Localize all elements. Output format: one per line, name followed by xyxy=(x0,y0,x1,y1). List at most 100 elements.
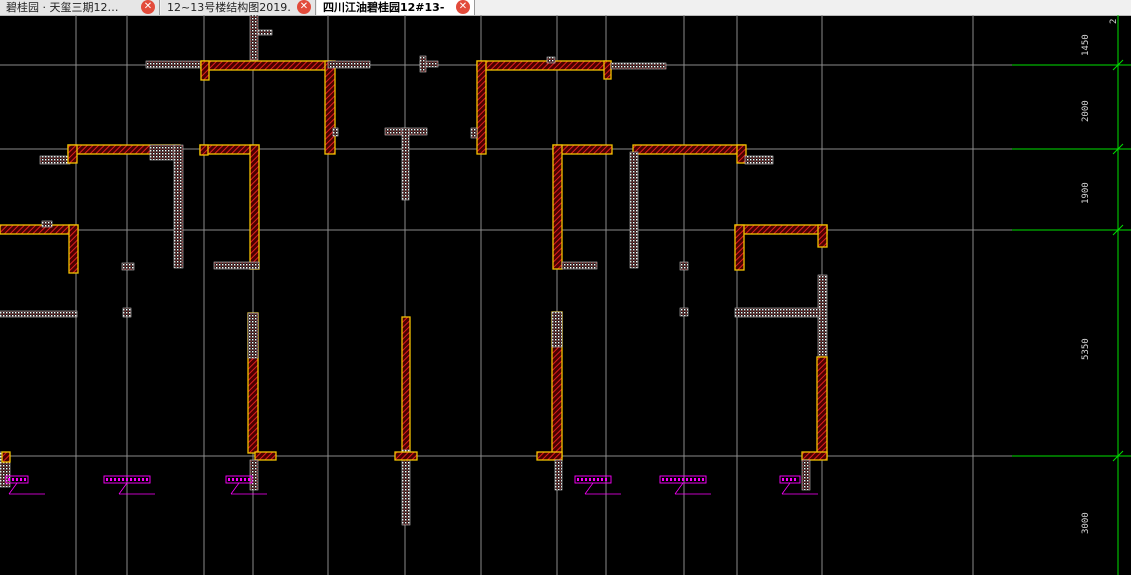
hatched-wall-segment xyxy=(324,60,336,155)
hatched-wall-segment xyxy=(476,60,487,155)
annotation-tag-glyph xyxy=(232,478,234,481)
annotation-tag-glyph xyxy=(593,478,595,481)
annotation-tag-glyph xyxy=(138,478,140,481)
annotation-tag-glyph xyxy=(585,478,587,481)
dotted-wall-segment xyxy=(419,55,427,73)
hatched-wall-segment xyxy=(200,60,332,71)
annotation-leader-line xyxy=(781,482,791,495)
dimension-tick xyxy=(1112,143,1124,155)
structural-walls xyxy=(0,15,828,526)
annotation-tag-glyph xyxy=(24,478,26,481)
annotation-tag-glyph xyxy=(248,478,250,481)
document-tab-bar: 碧桂园 · 天玺三期12… ✕ 12~13号楼结构图2019… ✕ 四川江油碧桂… xyxy=(0,0,1131,16)
hatched-wall-segment xyxy=(476,60,612,71)
wall-annotations xyxy=(5,475,818,495)
hatched-wall-segment xyxy=(1,451,11,463)
annotation-tag-glyph xyxy=(118,478,120,481)
annotation-leader-line xyxy=(230,482,240,495)
dotted-wall-segment xyxy=(249,459,259,491)
hatched-wall-segment xyxy=(199,144,209,156)
dotted-wall-segment xyxy=(247,312,259,359)
annotation-tag-glyph xyxy=(228,478,230,481)
annotation-tag-glyph xyxy=(134,478,136,481)
tab-label: 12~13号楼结构图2019… xyxy=(167,1,291,14)
dotted-wall-segment xyxy=(546,56,556,64)
dotted-wall-segment xyxy=(332,127,339,137)
annotation-tag-glyph xyxy=(146,478,148,481)
dotted-wall-segment xyxy=(734,307,821,318)
dotted-wall-segment xyxy=(249,15,259,61)
dotted-wall-segment xyxy=(257,29,273,36)
annotation-leader-line xyxy=(674,482,684,495)
annotation-leader-line xyxy=(118,482,128,495)
dotted-wall-segment xyxy=(679,261,689,271)
hatched-wall-segment xyxy=(67,144,78,164)
dotted-wall-segment xyxy=(122,307,132,318)
hatched-wall-segment xyxy=(200,60,210,81)
tab-document-1[interactable]: 碧桂园 · 天玺三期12… ✕ xyxy=(0,0,160,15)
dimension-labels: 1450 2000 1900 5350 3000 2 xyxy=(1081,19,1119,534)
dotted-wall-segment xyxy=(401,127,410,201)
tab-document-3[interactable]: 四川江油碧桂园12#13- ✕ xyxy=(317,0,475,15)
annotation-tag-glyph xyxy=(690,478,692,481)
dotted-wall-segment xyxy=(121,262,135,271)
dotted-wall-segment xyxy=(0,310,78,318)
dimension-label: 5350 xyxy=(1081,338,1091,360)
hatched-wall-segment xyxy=(801,451,828,461)
hatched-wall-segment xyxy=(68,224,79,274)
tab-label: 碧桂园 · 天玺三期12… xyxy=(6,1,119,14)
annotation-tag-glyph xyxy=(702,478,704,481)
annotation-tag-glyph xyxy=(686,478,688,481)
annotation-tag-glyph xyxy=(678,478,680,481)
hatched-wall-segment xyxy=(603,60,612,80)
hatched-wall-segment xyxy=(249,144,260,270)
axis-grid-lines xyxy=(0,15,1131,575)
drawing-canvas[interactable]: 1450 2000 1900 5350 3000 2 xyxy=(0,15,1131,575)
annotation-leader-line xyxy=(8,482,18,495)
annotation-tag-glyph xyxy=(581,478,583,481)
close-icon[interactable]: ✕ xyxy=(456,0,470,14)
dotted-wall-segment xyxy=(213,261,260,270)
corner-dimension-label: 2 xyxy=(1109,19,1119,24)
close-icon[interactable]: ✕ xyxy=(141,0,155,14)
tab-document-2[interactable]: 12~13号楼结构图2019… ✕ xyxy=(161,0,316,15)
annotation-tag-glyph xyxy=(682,478,684,481)
annotation-tag-glyph xyxy=(698,478,700,481)
dotted-wall-segment xyxy=(801,459,811,491)
annotation-tag-glyph xyxy=(114,478,116,481)
hatched-wall-segment xyxy=(736,144,747,164)
annotation-tag-glyph xyxy=(240,478,242,481)
hatched-wall-segment xyxy=(734,224,745,271)
dotted-wall-segment xyxy=(470,127,478,139)
annotation-tag-glyph xyxy=(16,478,18,481)
annotation-tag-glyph xyxy=(694,478,696,481)
annotation-tag-glyph xyxy=(589,478,591,481)
hatched-wall-segment xyxy=(394,451,418,461)
tab-label: 四川江油碧桂园12#13- xyxy=(323,1,445,14)
dotted-wall-segment xyxy=(149,144,177,161)
annotation-tag-glyph xyxy=(577,478,579,481)
annotation-tag-glyph xyxy=(786,478,788,481)
dimension-tick xyxy=(1112,59,1124,71)
hatched-wall-segment xyxy=(0,224,79,235)
annotation-tag-glyph xyxy=(110,478,112,481)
dimension-label: 3000 xyxy=(1081,512,1091,534)
annotation-tag-glyph xyxy=(106,478,108,481)
annotation-tag-glyph xyxy=(126,478,128,481)
annotation-tag-glyph xyxy=(601,478,603,481)
dotted-wall-segment xyxy=(145,60,202,69)
annotation-tag-glyph xyxy=(142,478,144,481)
dotted-wall-segment xyxy=(561,261,598,270)
annotation-tag-glyph xyxy=(674,478,676,481)
annotation-tag-glyph xyxy=(794,478,796,481)
annotation-tag-glyph xyxy=(790,478,792,481)
annotation-tag-glyph xyxy=(12,478,14,481)
dotted-wall-segment xyxy=(551,311,563,348)
hatched-wall-segment xyxy=(734,224,828,235)
dotted-wall-segment xyxy=(554,459,563,491)
dotted-wall-segment xyxy=(173,144,184,269)
dotted-wall-segment xyxy=(679,307,689,317)
close-icon[interactable]: ✕ xyxy=(297,0,311,14)
annotation-tag-glyph xyxy=(244,478,246,481)
annotation-tag-glyph xyxy=(20,478,22,481)
